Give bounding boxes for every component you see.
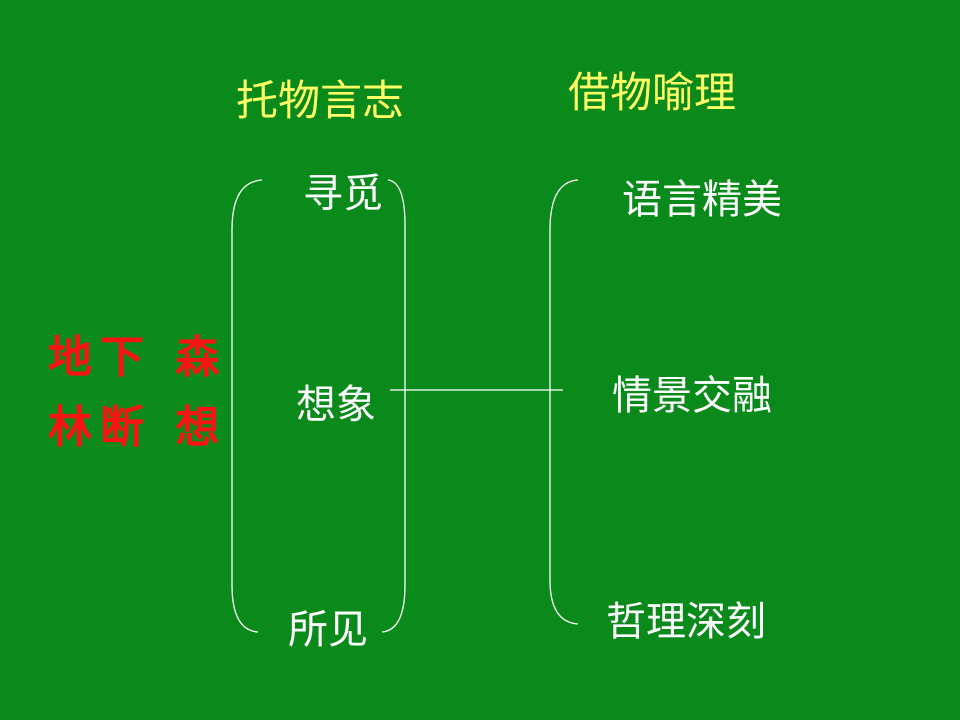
right-bracket-open — [549, 179, 579, 625]
left-item-seek: 寻觅 — [303, 171, 383, 217]
right-item-philosophy: 哲理深刻 — [606, 599, 766, 645]
left-bracket-open — [231, 179, 263, 633]
title-line-1: 地下 森 — [48, 332, 228, 383]
heading-left: 托物言志 — [236, 76, 405, 125]
right-item-language: 语言精美 — [622, 177, 782, 223]
heading-right: 借物喻理 — [568, 68, 737, 117]
right-item-scene: 情景交融 — [612, 373, 772, 419]
left-item-imagine: 想象 — [296, 382, 376, 428]
left-item-seen: 所见 — [288, 607, 368, 653]
left-bracket-close — [381, 179, 406, 633]
title-line-2: 林断 想 — [48, 402, 228, 453]
